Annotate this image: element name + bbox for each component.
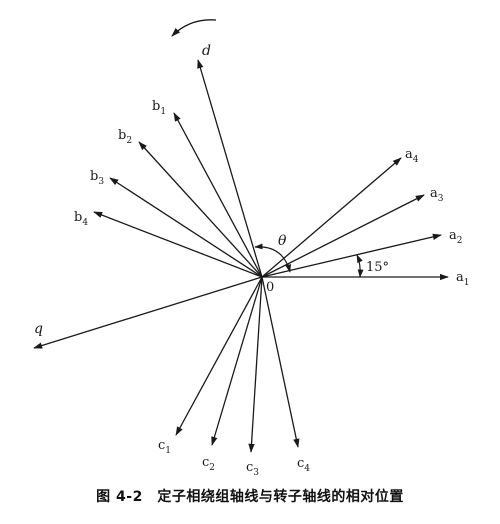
axis-vector-q (33, 276, 263, 349)
axis-label-c4: c4 (297, 456, 310, 474)
axis-label-b4: b4 (74, 210, 88, 228)
axis-vector-c3 (248, 276, 263, 453)
origin-label: 0 (266, 280, 274, 295)
axis-label-c1: c1 (158, 438, 171, 456)
axis-label-a4: a4 (405, 147, 419, 165)
axis-label-d: d (202, 43, 211, 59)
rotation-arrow (171, 19, 217, 37)
axis-vector-b3 (109, 177, 263, 278)
axis-label-a1: a1 (456, 270, 470, 288)
axis-vector-c2 (211, 276, 263, 446)
axis-label-a2: a2 (449, 228, 463, 246)
axis-vector-a2 (261, 233, 442, 278)
angle-15-arc (356, 254, 364, 278)
axis-vectors (33, 59, 449, 453)
axis-vector-d (197, 59, 263, 278)
axis-vector-b2 (138, 141, 263, 278)
angle-15-label: 15° (366, 260, 389, 275)
axis-label-a3: a3 (430, 186, 444, 204)
axis-label-b1: b1 (152, 99, 166, 117)
axis-vector-b4 (93, 211, 263, 278)
axis-label-b2: b2 (118, 128, 132, 146)
axis-labels: a1 a2 a3 a4 b1 b2 b3 b4 c1 c2 c3 c4 d q (34, 43, 470, 478)
axis-label-c2: c2 (202, 455, 215, 473)
figure-caption: 图 4-2 定子相绕组轴线与转子轴线的相对位置 (96, 489, 404, 505)
axis-vector-b1 (173, 112, 263, 278)
axis-vector-c4 (261, 276, 300, 448)
axis-vector-c1 (175, 276, 263, 436)
theta-label: θ (278, 233, 287, 249)
axis-label-b3: b3 (90, 169, 104, 187)
axis-label-c3: c3 (246, 460, 259, 478)
axis-label-q: q (34, 321, 43, 337)
theta-arc (254, 243, 291, 273)
